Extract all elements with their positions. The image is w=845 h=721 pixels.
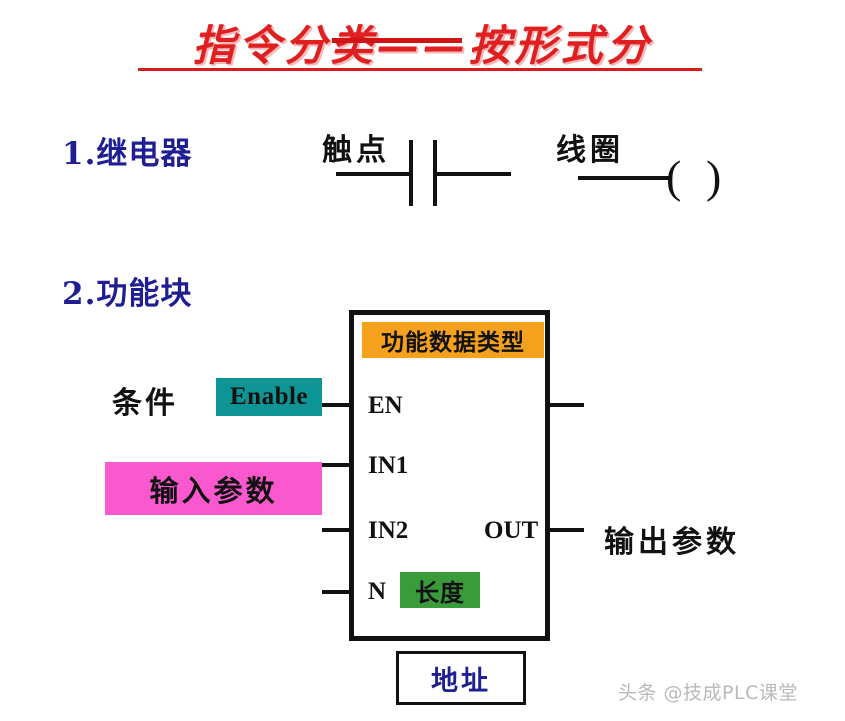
port-label-in1: IN1: [368, 452, 409, 479]
connector-stub-en: [322, 403, 351, 407]
slide-title-text: 指令分类——按形式分: [192, 21, 653, 70]
address-box-label: 地址: [431, 665, 491, 697]
port-label-n: N: [368, 578, 387, 605]
title-strike-decoration: [332, 38, 462, 43]
connector-stub-out: [548, 528, 584, 532]
length-tag: 长度: [400, 572, 480, 608]
contact-bar-left-icon: [409, 140, 413, 206]
coil-paren-left-icon: (: [666, 151, 682, 202]
port-label-out: OUT: [484, 517, 539, 544]
enable-tag: Enable: [216, 378, 322, 416]
connector-stub-eno: [550, 403, 584, 407]
title-underline: [138, 68, 702, 71]
condition-label: 条件: [112, 386, 178, 421]
contact-wire-left: [336, 172, 410, 176]
contact-label: 触点: [322, 133, 390, 168]
connector-stub-in1: [322, 463, 351, 467]
address-box: 地址: [396, 651, 526, 705]
function-block-header: 功能数据类型: [362, 322, 544, 358]
slide-title: 指令分类——按形式分: [0, 12, 845, 79]
contact-bar-right-icon: [433, 140, 437, 206]
section-1-heading: 1.继电器: [62, 136, 193, 172]
output-parameter-label: 输出参数: [604, 525, 740, 560]
length-tag-label: 长度: [415, 577, 465, 607]
enable-tag-label: Enable: [229, 383, 309, 410]
port-label-en: EN: [368, 392, 403, 419]
watermark: 头条 @技成PLC课堂: [618, 682, 798, 704]
coil-paren-right-icon: ): [706, 151, 722, 202]
section-2-heading: 2.功能块: [62, 276, 193, 312]
contact-wire-right: [437, 172, 511, 176]
port-label-in2: IN2: [368, 517, 409, 544]
coil-label: 线圈: [556, 133, 624, 168]
input-parameter-tag-label: 输入参数: [149, 473, 278, 508]
input-parameter-tag: 输入参数: [105, 462, 322, 515]
coil-wire: [578, 176, 670, 180]
connector-stub-n: [322, 590, 351, 594]
connector-stub-in2: [322, 528, 351, 532]
function-block-header-label: 功能数据类型: [381, 329, 525, 356]
